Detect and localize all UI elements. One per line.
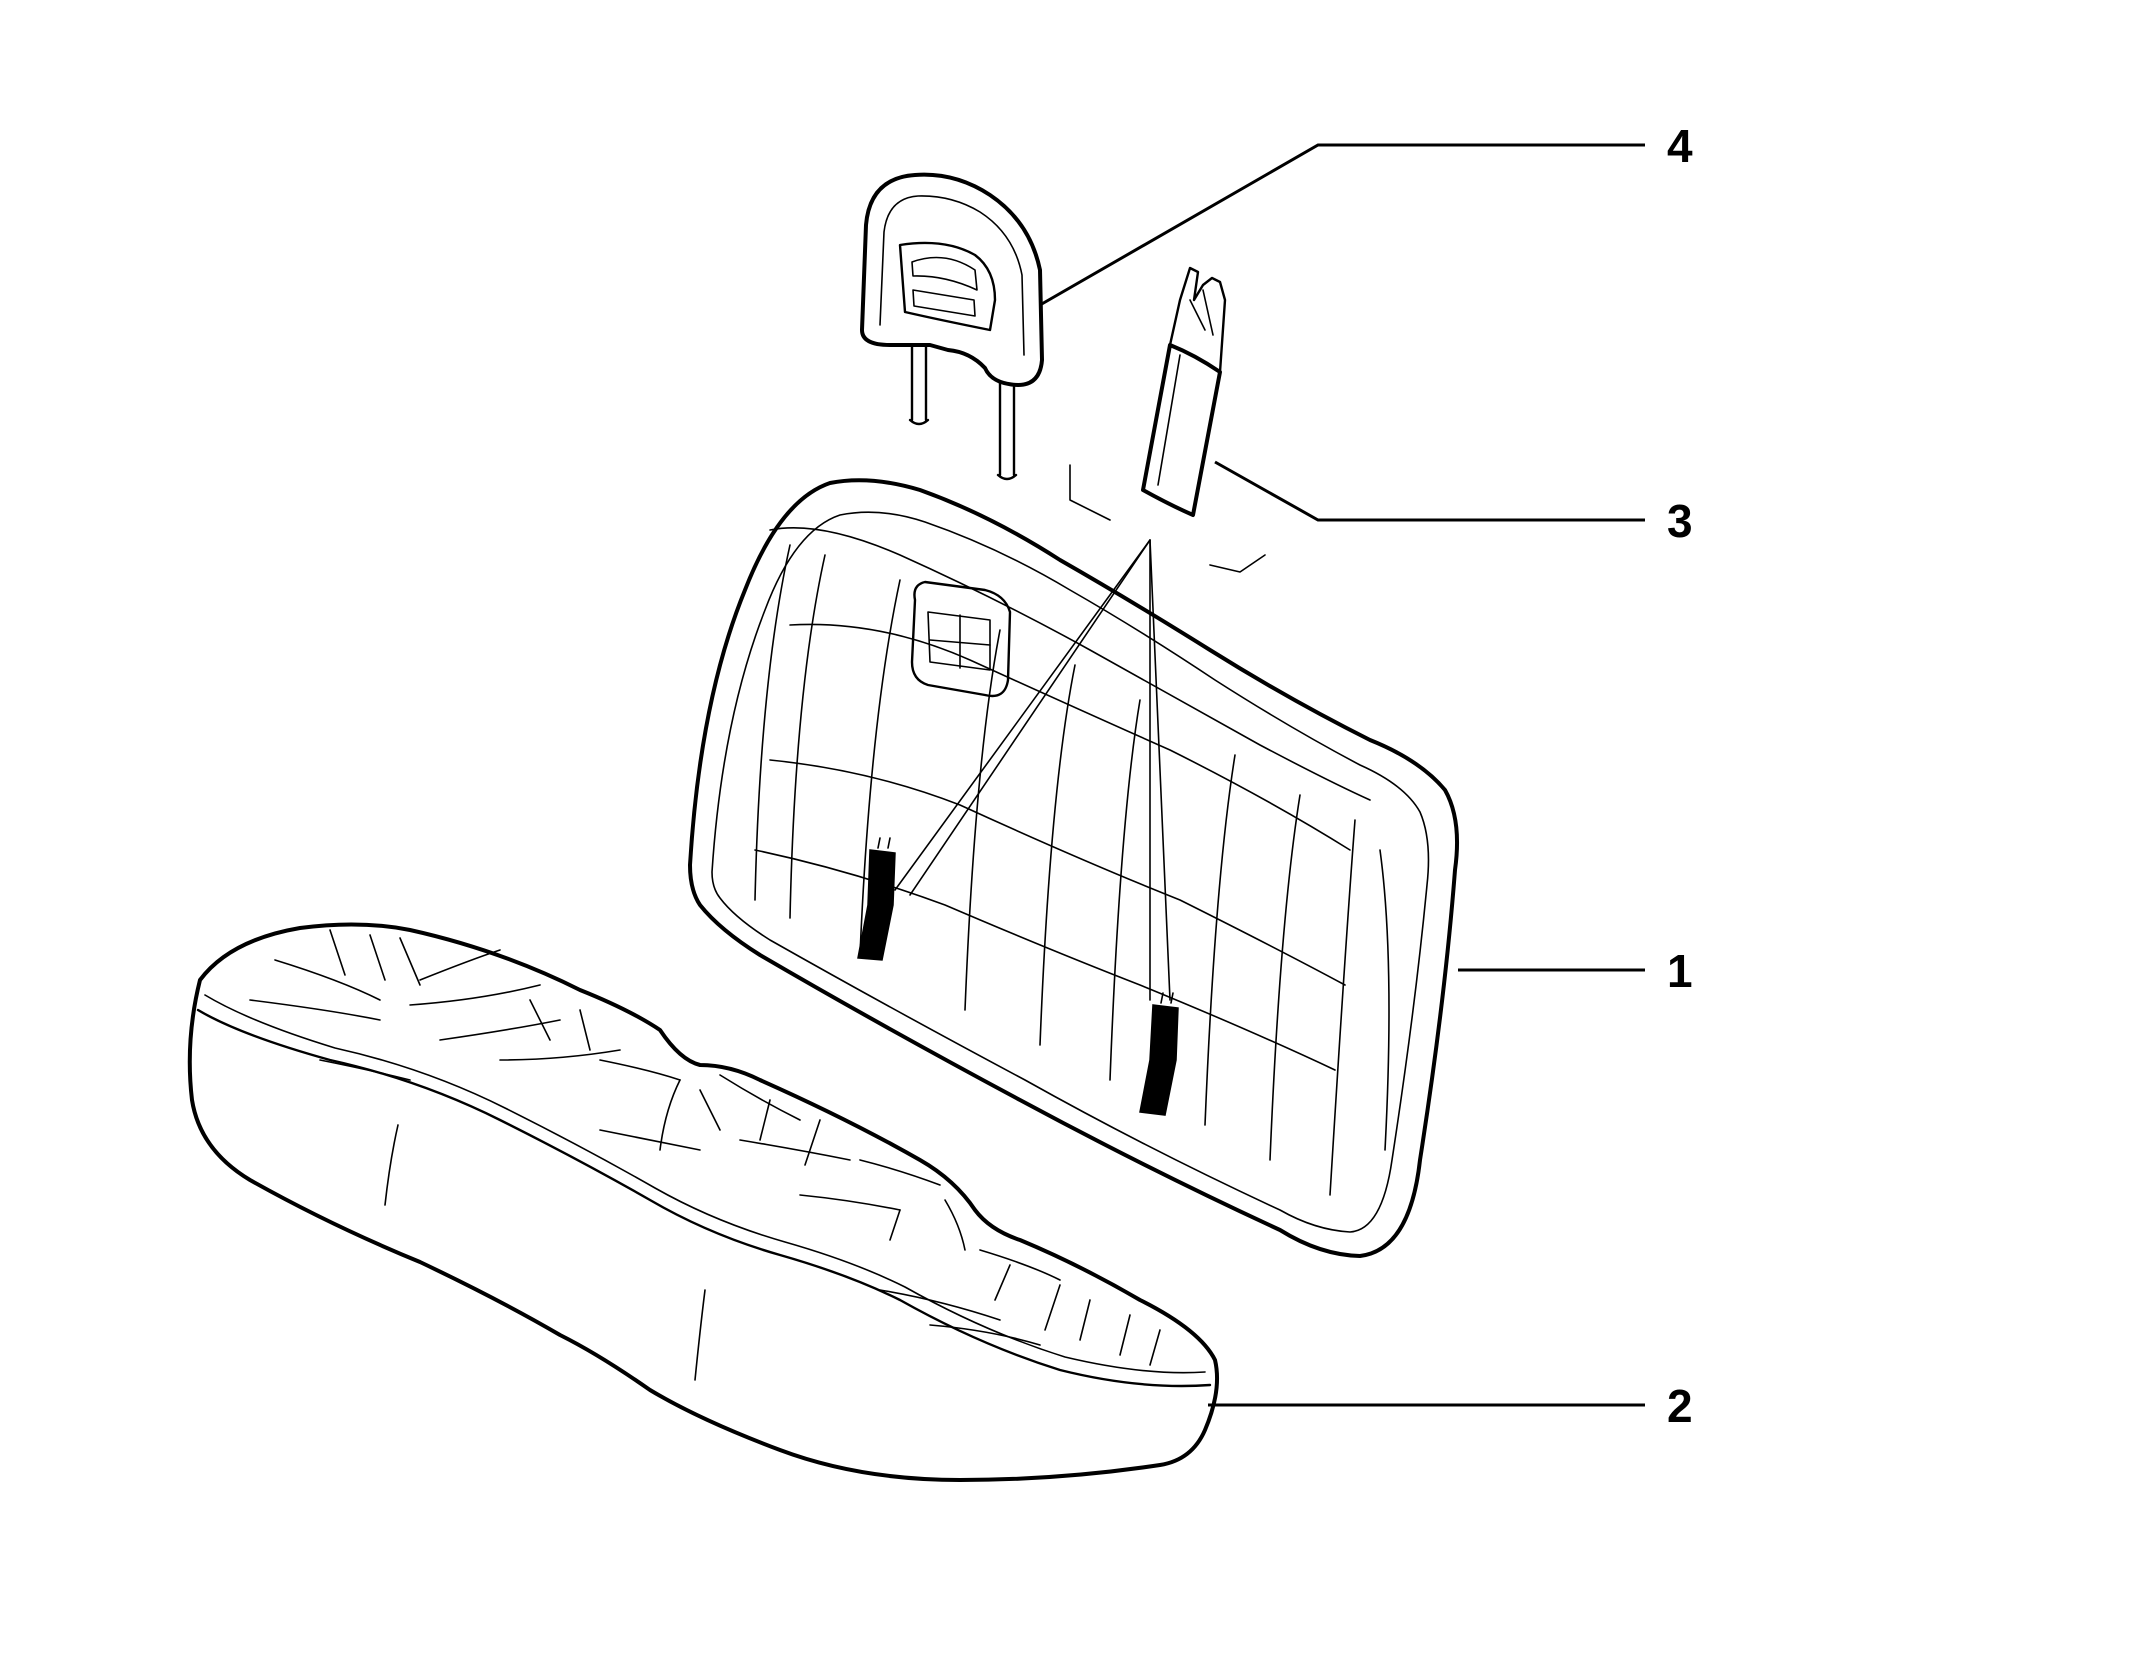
leader-line-3 — [1214, 460, 1645, 522]
callout-labels: 4 3 1 2 — [1667, 120, 1693, 1432]
leader-line-4 — [1039, 143, 1645, 307]
headrest[interactable] — [860, 172, 1044, 481]
leader-lines — [1039, 143, 1645, 1407]
callout-4: 4 — [1667, 120, 1693, 172]
callout-2: 2 — [1667, 1380, 1693, 1432]
explosion-guides — [894, 464, 1266, 1001]
seat-belt-buckle[interactable] — [1141, 266, 1227, 517]
seat-backrest[interactable] — [688, 478, 1460, 1258]
seat-cushion[interactable] — [187, 922, 1219, 1482]
callout-3: 3 — [1667, 495, 1693, 547]
callout-1: 1 — [1667, 945, 1693, 997]
